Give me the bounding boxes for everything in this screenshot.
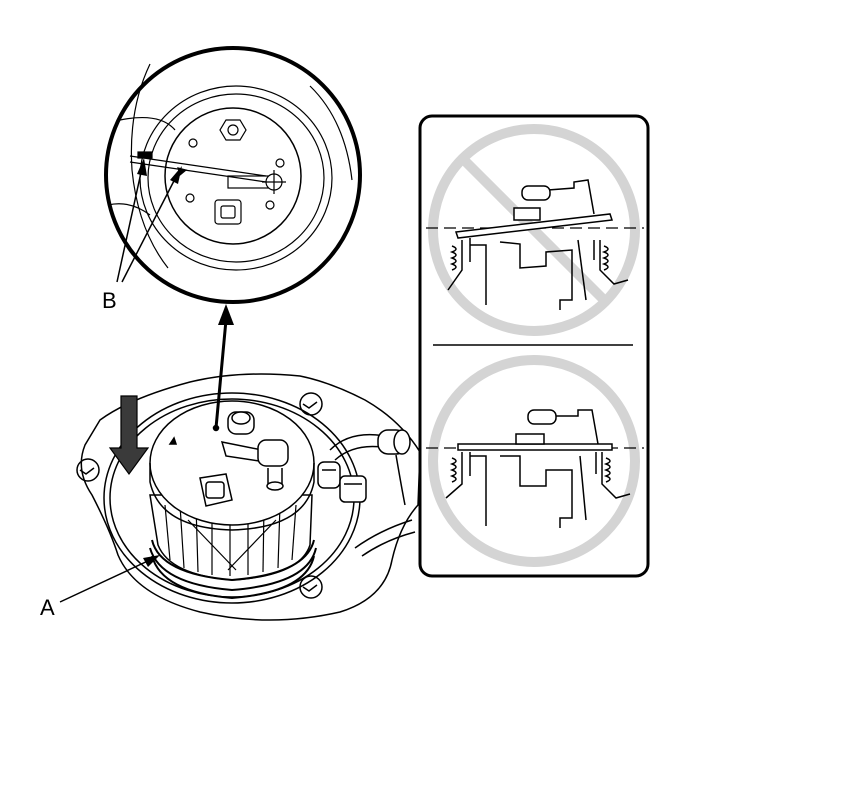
zoom-pointer-arrow xyxy=(214,304,234,429)
zoom-detail-circle xyxy=(104,46,362,304)
top-nut xyxy=(219,119,247,141)
incorrect-seating-view xyxy=(426,124,644,336)
hose-connector xyxy=(377,429,411,455)
alignment-marks-b xyxy=(129,151,267,183)
flange-bolt xyxy=(299,575,323,599)
electrical-connector xyxy=(199,473,233,507)
prohibited-slash xyxy=(458,154,610,306)
label-a-leader xyxy=(59,555,160,603)
correct-seating-view xyxy=(426,355,644,567)
seal-ring-a xyxy=(149,539,317,600)
seating-comparison-panel xyxy=(418,114,650,578)
prohibited-icon xyxy=(428,124,640,336)
flange-bolt xyxy=(299,392,323,416)
label-b-leaders xyxy=(116,158,182,283)
quick-connector xyxy=(317,461,367,503)
fuel-fitting xyxy=(220,439,289,491)
reference-circle xyxy=(428,355,640,567)
zoom-fuel-fitting xyxy=(227,170,286,194)
press-down-arrow xyxy=(108,395,150,476)
callout-label-a: A xyxy=(40,595,55,620)
outlet-stub xyxy=(227,411,255,435)
callout-label-b: B xyxy=(102,288,117,313)
fuel-pump-module xyxy=(149,400,317,600)
flange-bolt xyxy=(76,458,100,482)
zoom-connector xyxy=(214,199,242,225)
